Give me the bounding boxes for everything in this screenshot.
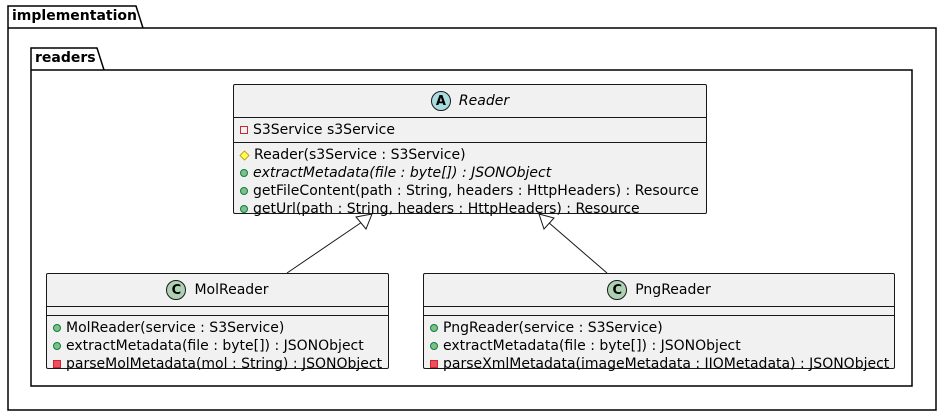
member-signature: extractMetadata(file : byte[]) : JSONObj… [253,165,552,181]
abstract-class-icon: A [430,91,451,111]
class-fields-section [47,307,388,316]
private-method-visibility-icon [53,360,61,368]
public-method-visibility-icon [240,187,248,195]
member-signature: MolReader(service : S3Service) [66,320,285,336]
member-signature: S3Service s3Service [253,122,395,138]
class-method: parseMolMetadata(mol : String) : JSONObj… [53,355,382,373]
class-method: parseXmlMetadata(imageMetadata : IIOMeta… [430,355,890,373]
private-method-visibility-icon [430,360,438,368]
member-signature: parseMolMetadata(mol : String) : JSONObj… [66,356,383,372]
class-name: Reader [458,93,510,109]
member-signature: getUrl(path : String, headers : HttpHead… [253,201,640,217]
public-method-visibility-icon [240,205,248,213]
class-header: C MolReader [47,274,388,307]
public-method-visibility-icon [430,324,438,332]
class-fields-section [424,307,894,316]
class-icon: C [166,280,187,300]
class-name: PngReader [635,282,711,298]
class-methods-section: MolReader(service : S3Service) extractMet… [47,316,388,376]
member-signature: extractMetadata(file : byte[]) : JSONObj… [443,338,741,354]
public-method-visibility-icon [430,342,438,350]
member-signature: Reader(s3Service : S3Service) [254,147,466,163]
class-header: C PngReader [424,274,894,307]
public-method-visibility-icon [53,342,61,350]
class-method: MolReader(service : S3Service) [53,319,382,337]
public-method-visibility-icon [240,169,248,177]
private-field-visibility-icon [240,126,248,134]
member-signature: getFileContent(path : String, headers : … [253,183,699,199]
package-label-implementation: implementation [12,8,137,24]
member-signature: parseXmlMetadata(imageMetadata : IIOMeta… [443,356,890,372]
class-methods-section: PngReader(service : S3Service) extractMet… [424,316,894,376]
member-signature: PngReader(service : S3Service) [443,320,663,336]
class-header: A Reader [234,85,706,118]
member-signature: extractMetadata(file : byte[]) : JSONObj… [66,338,364,354]
class-fields-section: S3Service s3Service [234,118,706,143]
class-icon: C [607,280,628,300]
class-method: Reader(s3Service : S3Service) [239,146,700,164]
package-implementation-frame [7,5,937,411]
package-label-readers: readers [35,50,96,66]
inheritance-arrow-molreader [286,213,373,274]
class-method: extractMetadata(file : byte[]) : JSONObj… [430,337,888,355]
class-method: PngReader(service : S3Service) [430,319,888,337]
class-methods-section: Reader(s3Service : S3Service) extractMeta… [234,143,706,221]
public-method-visibility-icon [53,324,61,332]
protected-method-visibility-icon [239,149,250,161]
class-name: MolReader [194,282,269,298]
class-method: extractMetadata(file : byte[]) : JSONObj… [53,337,382,355]
inheritance-arrow-pngreader [538,213,608,274]
class-method: getFileContent(path : String, headers : … [240,182,700,200]
class-field: S3Service s3Service [240,121,700,139]
class-method: getUrl(path : String, headers : HttpHead… [240,200,700,218]
class-method: extractMetadata(file : byte[]) : JSONObj… [240,164,700,182]
package-readers-frame [30,47,913,387]
